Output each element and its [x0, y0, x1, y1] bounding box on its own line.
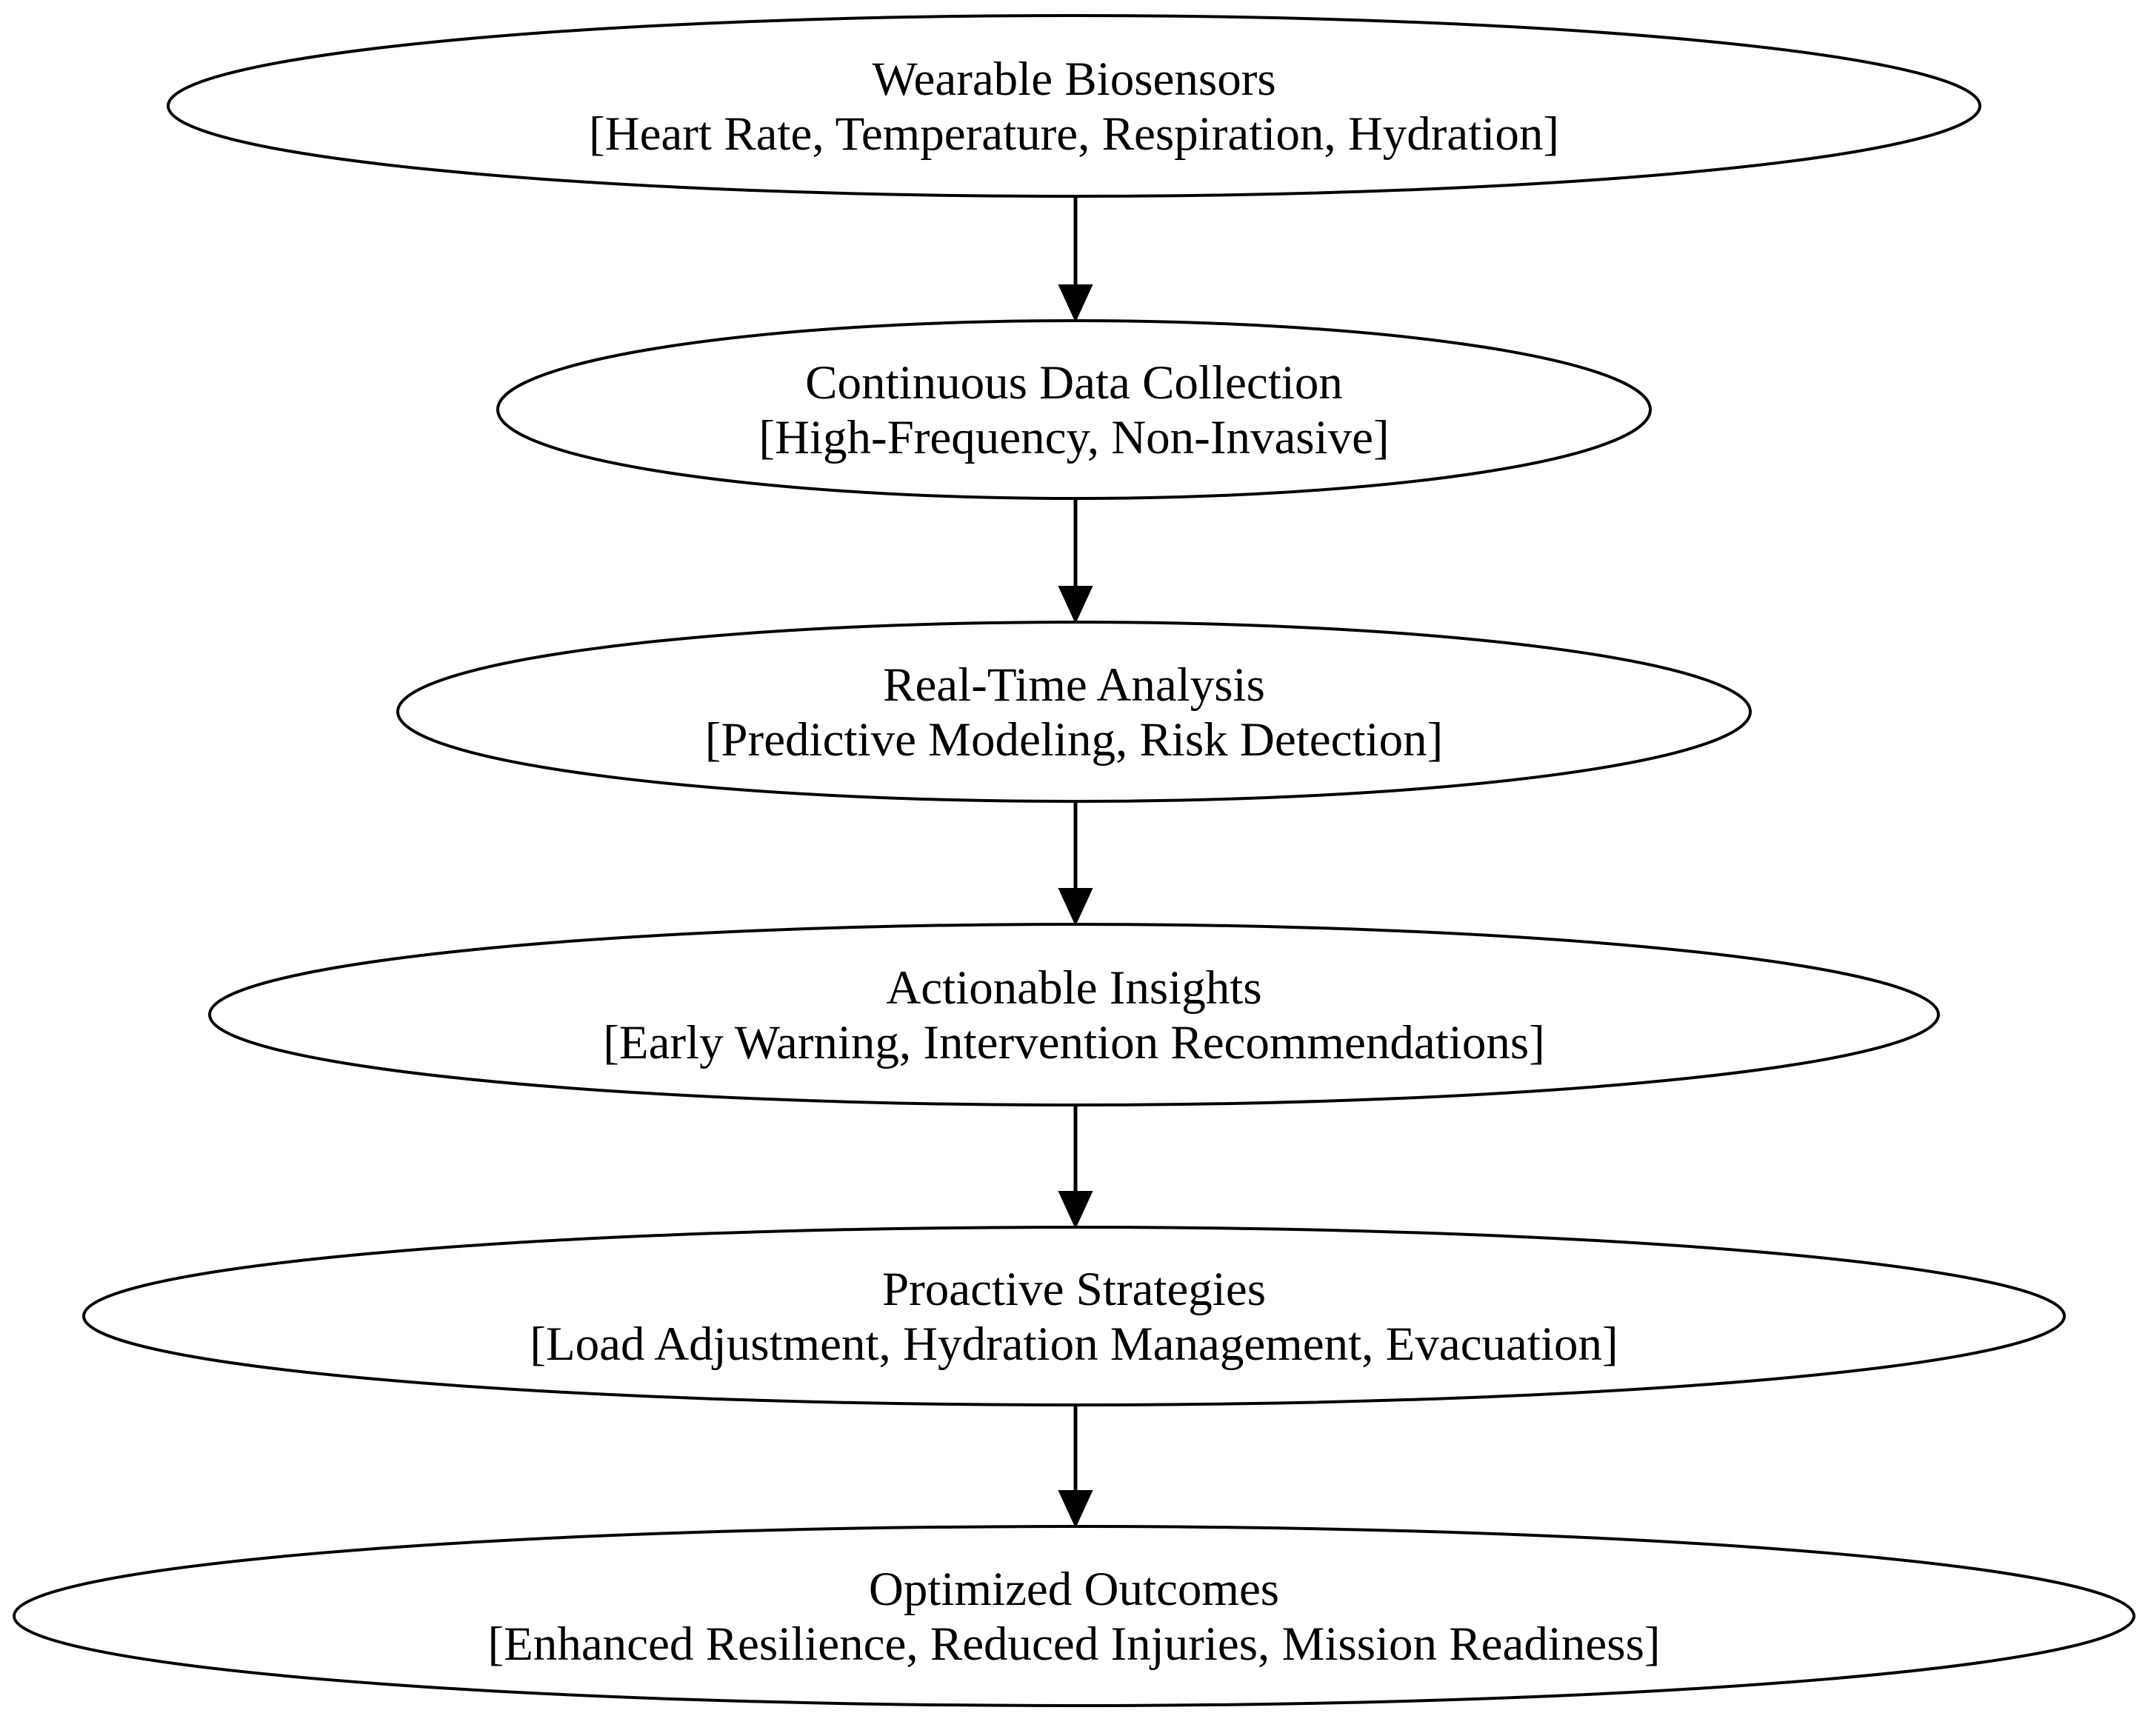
- edge-collection-to-analysis: [1058, 498, 1093, 624]
- arrowhead-icon: [1058, 586, 1093, 624]
- node-real-time-analysis: Real-Time Analysis [Predictive Modeling,…: [396, 621, 1752, 803]
- node-actionable-insights: Actionable Insights [Early Warning, Inte…: [208, 923, 1940, 1106]
- node-ellipse: [208, 923, 1940, 1106]
- node-attributes: [Predictive Modeling, Risk Detection]: [705, 713, 1443, 767]
- node-wearable-biosensors: Wearable Biosensors [Heart Rate, Tempera…: [167, 14, 1981, 198]
- node-title: Wearable Biosensors: [872, 53, 1275, 106]
- edge-biosensors-to-collection: [1058, 196, 1093, 323]
- node-proactive-strategies: Proactive Strategies [Load Adjustment, H…: [82, 1226, 2066, 1406]
- node-title: Optimized Outcomes: [869, 1563, 1279, 1616]
- arrowhead-icon: [1058, 888, 1093, 927]
- node-attributes: [Load Adjustment, Hydration Management, …: [530, 1318, 1618, 1371]
- node-title: Real-Time Analysis: [883, 658, 1265, 712]
- edge-insights-to-strategies: [1058, 1105, 1093, 1229]
- node-title: Continuous Data Collection: [805, 356, 1343, 410]
- arrowhead-icon: [1058, 284, 1093, 323]
- node-ellipse: [167, 14, 1981, 198]
- edge-strategies-to-outcomes: [1058, 1405, 1093, 1529]
- node-attributes: [Early Warning, Intervention Recommendat…: [603, 1016, 1545, 1069]
- node-continuous-data-collection: Continuous Data Collection [High-Frequen…: [496, 319, 1652, 500]
- node-attributes: [High-Frequency, Non-Invasive]: [758, 411, 1389, 464]
- node-attributes: [Heart Rate, Temperature, Respiration, H…: [589, 107, 1559, 161]
- arrowhead-icon: [1058, 1191, 1093, 1229]
- node-ellipse: [82, 1226, 2066, 1406]
- edge-analysis-to-insights: [1058, 801, 1093, 927]
- node-title: Proactive Strategies: [882, 1263, 1266, 1316]
- node-title: Actionable Insights: [886, 961, 1261, 1015]
- node-attributes: [Enhanced Resilience, Reduced Injuries, …: [487, 1618, 1660, 1671]
- node-ellipse: [396, 621, 1752, 803]
- arrowhead-icon: [1058, 1490, 1093, 1529]
- node-ellipse: [13, 1525, 2135, 1707]
- node-ellipse: [496, 319, 1652, 500]
- node-optimized-outcomes: Optimized Outcomes [Enhanced Resilience,…: [13, 1525, 2135, 1707]
